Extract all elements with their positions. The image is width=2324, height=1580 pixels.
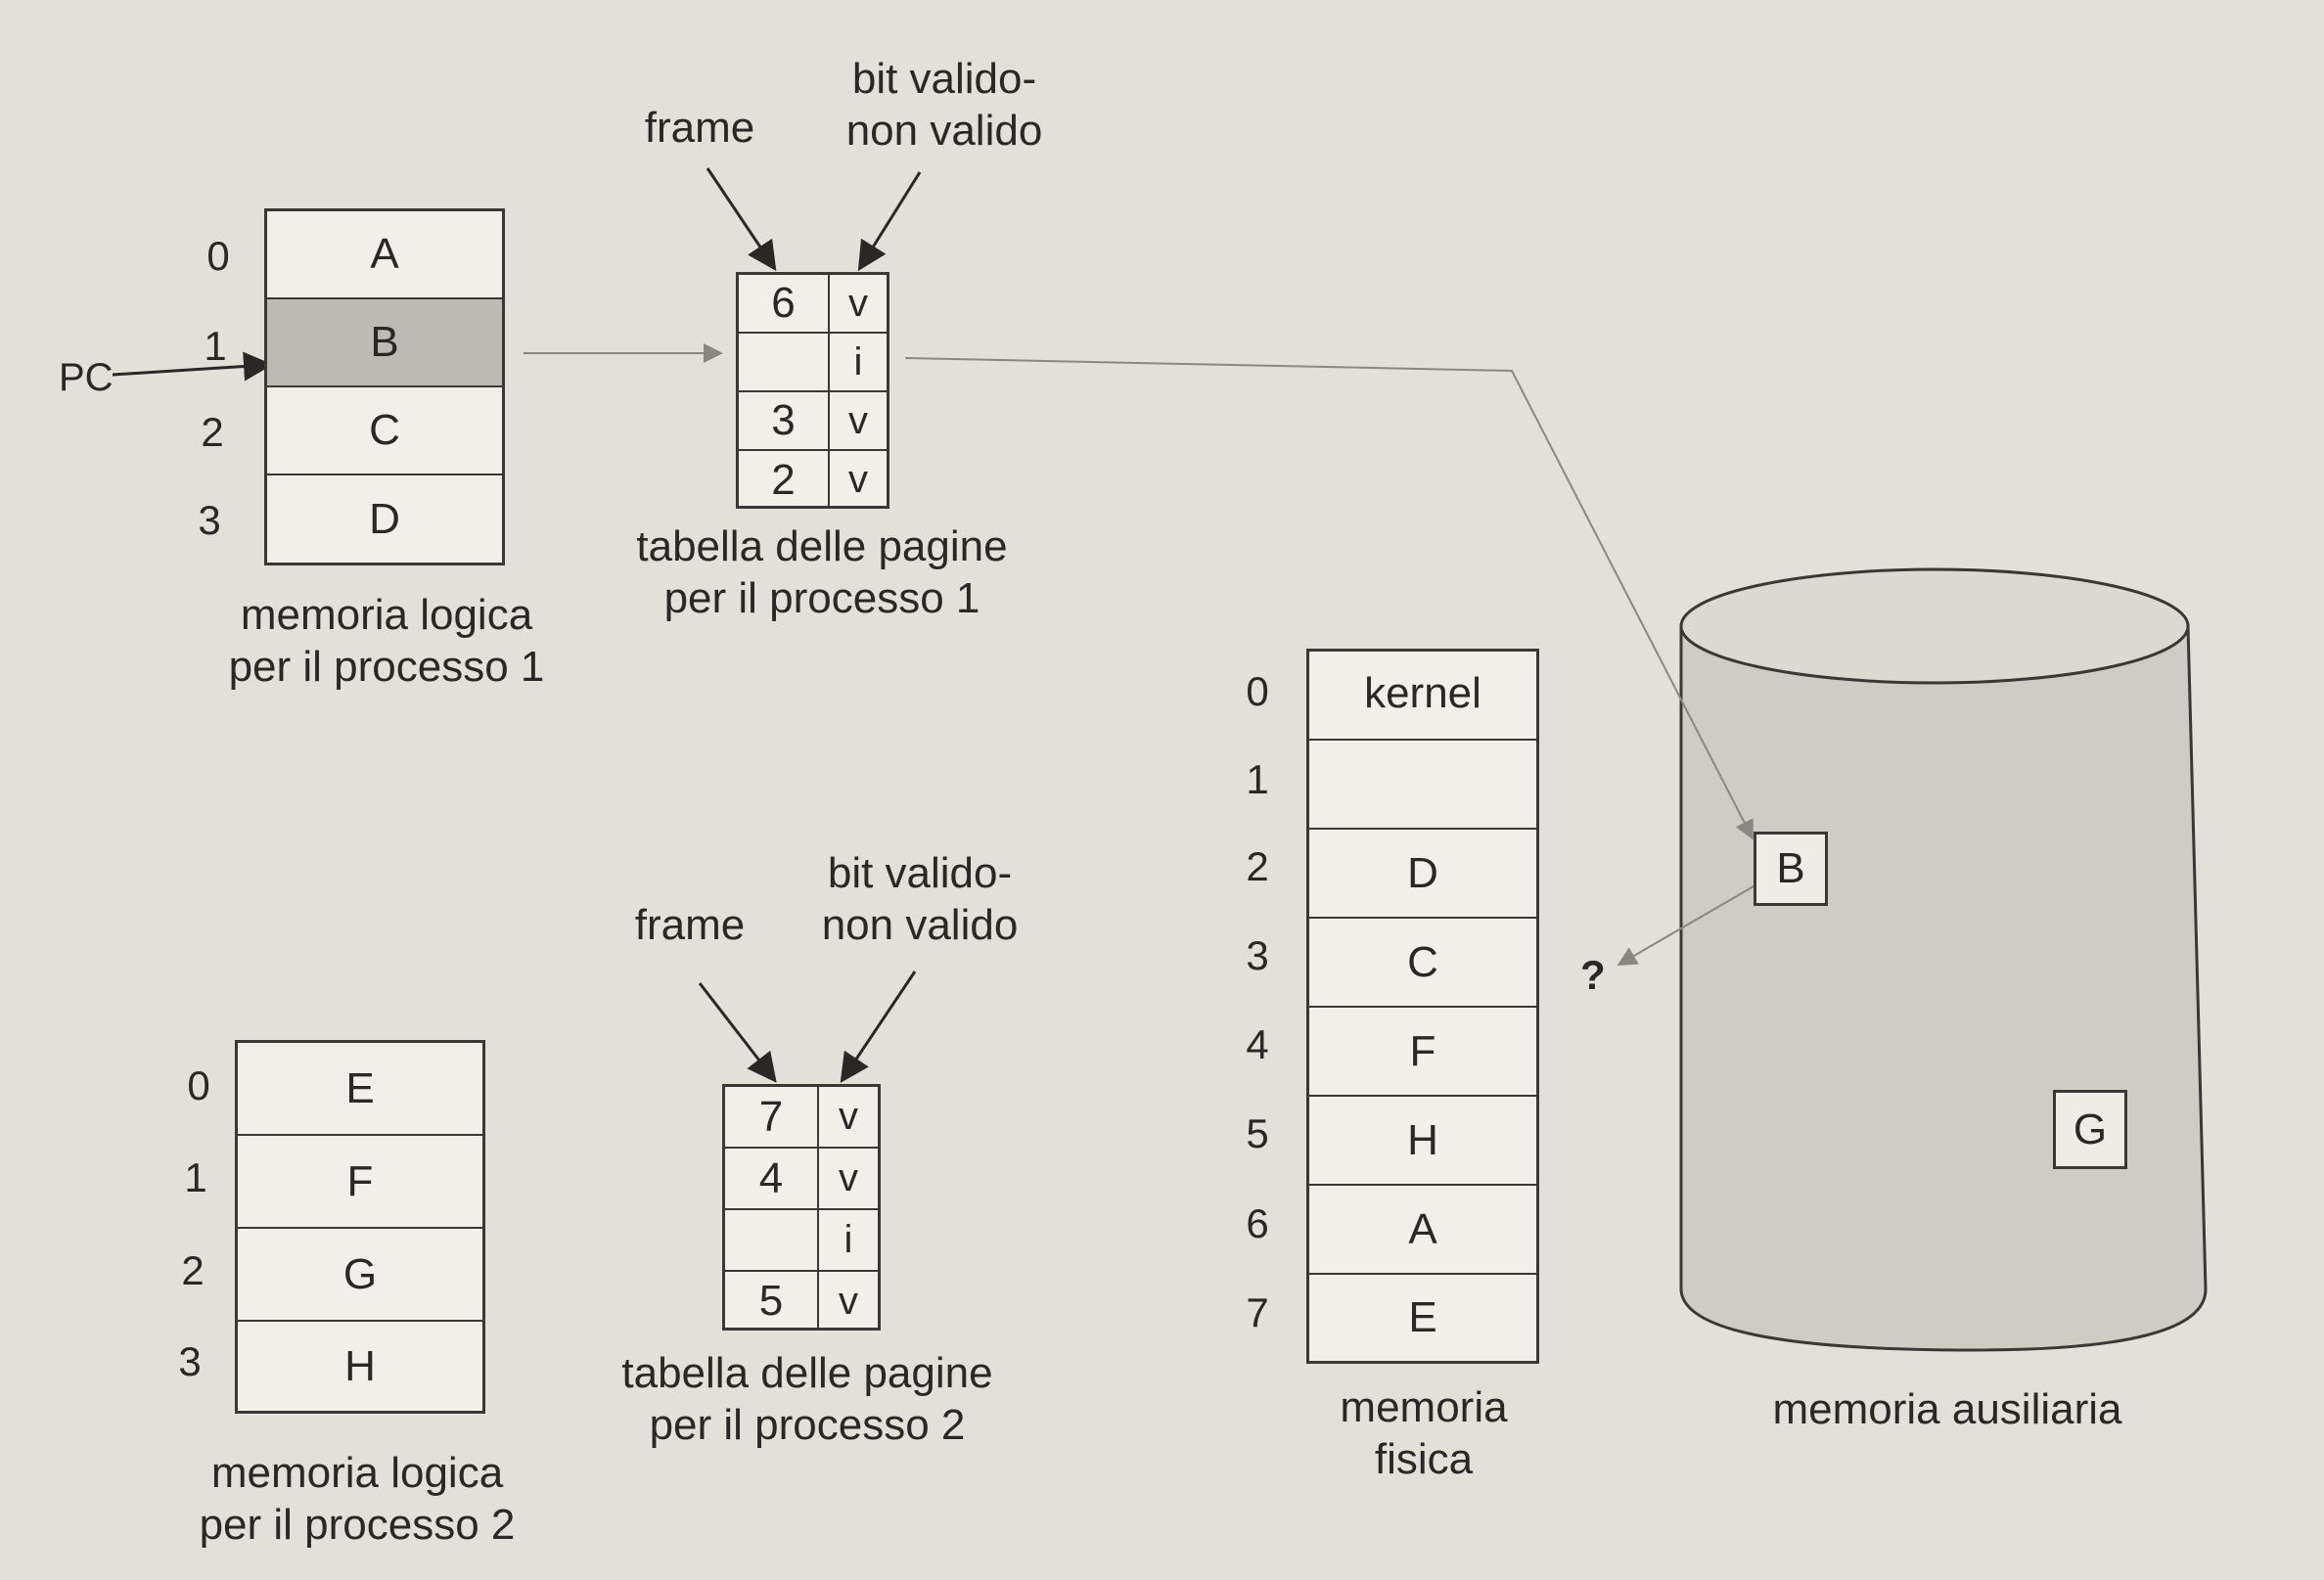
p1-index-2: 2 [201, 409, 224, 455]
p2-index-0: 0 [187, 1062, 210, 1108]
frame-cell: 7 [725, 1087, 819, 1147]
bit-cell: v [848, 458, 868, 501]
p2-page: G [238, 1229, 482, 1322]
phys-index-6: 6 [1246, 1200, 1269, 1246]
header-line: bit valido- [851, 55, 1037, 103]
p2-logical-caption: memoria logica per il processo 2 [157, 1448, 558, 1552]
p1-index-1: 1 [204, 323, 227, 369]
backing-store-page-g: G [2053, 1090, 2127, 1169]
p1-page: C [267, 387, 502, 475]
pc-label: PC [59, 356, 114, 399]
phys-index-1: 1 [1246, 756, 1269, 802]
p1-index-0: 0 [206, 233, 230, 279]
p1-logical-memory: A B C D [264, 208, 505, 565]
p2-page: H [344, 1341, 376, 1390]
header-line: non valido [845, 106, 1043, 155]
physical-memory: kernel D C F H A E [1306, 649, 1539, 1364]
p2-logical-memory: E F G H [235, 1040, 485, 1414]
table-row: i [725, 1210, 878, 1272]
backing-store-to-memory-arrow [1617, 885, 1754, 967]
caption-line: per il processo 1 [663, 573, 980, 622]
phys-frame: H [1309, 1097, 1536, 1186]
phys-frame: D [1309, 830, 1536, 919]
frame-cell [725, 1210, 819, 1270]
frame-cell: 6 [739, 275, 830, 332]
caption-line: memoria logica [240, 591, 533, 639]
table-row: i [739, 334, 887, 392]
p2-index-1: 1 [184, 1154, 207, 1200]
phys-index-0: 0 [1246, 668, 1269, 714]
caption-line: memoria logica [210, 1449, 504, 1497]
p2-table-caption: tabella delle pagine per il processo 2 [577, 1348, 1037, 1452]
bit-cell: v [848, 398, 868, 442]
header-line: bit valido- [827, 849, 1013, 897]
caption-line: memoria [1340, 1383, 1508, 1431]
frame-cell [739, 334, 830, 390]
pc-arrow [112, 351, 273, 382]
invalid-to-backing-store-line [904, 357, 1754, 840]
p1-table-caption: tabella delle pagine per il processo 1 [592, 521, 1052, 625]
p2-page: F [238, 1136, 482, 1229]
backing-store-caption: memoria ausiliaria [1772, 1385, 2122, 1433]
caption-line: fisica [1374, 1434, 1474, 1483]
caption-line: per il processo 2 [649, 1400, 966, 1449]
bit-cell: i [843, 1218, 853, 1261]
frame-cell: 4 [725, 1149, 819, 1208]
backing-store-cylinder [1679, 567, 2208, 1352]
p1-page: A [267, 211, 502, 299]
p2-page: E [238, 1043, 482, 1136]
phys-index-7: 7 [1246, 1289, 1269, 1335]
frame-cell: 3 [739, 392, 830, 449]
phys-frame: C [1309, 919, 1536, 1008]
header-line: non valido [821, 900, 1019, 949]
p2-bit-header: bit valido- non valido [797, 848, 1042, 952]
frame-cell: 5 [725, 1272, 819, 1331]
bit-header-arrow-1 [857, 171, 922, 272]
phys-frame: F [1309, 1008, 1536, 1097]
phys-frame [1309, 741, 1536, 830]
physical-memory-caption: memoria fisica [1297, 1382, 1551, 1486]
p1-page: D [369, 494, 400, 543]
backing-store-page-b: B [1754, 832, 1828, 906]
phys-index-2: 2 [1246, 843, 1269, 889]
p2-index-2: 2 [181, 1247, 205, 1293]
question-mark: ? [1580, 952, 1606, 998]
phys-index-4: 4 [1246, 1021, 1269, 1067]
frame-header-arrow-1 [706, 167, 777, 271]
p2-frame-header: frame [634, 901, 746, 949]
p1-index-3: 3 [198, 497, 221, 543]
bit-cell: v [848, 281, 868, 325]
phys-frame-kernel: kernel [1309, 652, 1536, 741]
bit-cell: v [839, 1279, 858, 1323]
caption-line: tabella delle pagine [621, 1349, 993, 1397]
phys-frame: E [1408, 1293, 1437, 1341]
p1-bit-header: bit valido- non valido [822, 54, 1067, 158]
bit-cell: i [853, 339, 863, 384]
p1-logical-caption: memoria logica per il processo 1 [196, 590, 577, 694]
frame-header-arrow-2 [698, 982, 777, 1083]
p1-frame-header: frame [644, 104, 755, 152]
caption-line: per il processo 2 [199, 1500, 516, 1549]
caption-line: tabella delle pagine [636, 522, 1008, 570]
phys-index-3: 3 [1246, 932, 1269, 978]
bit-cell: v [839, 1156, 858, 1199]
bit-cell: v [839, 1095, 858, 1138]
bit-header-arrow-2 [840, 971, 917, 1083]
p1-page-highlighted: B [267, 299, 502, 387]
phys-frame: A [1309, 1186, 1536, 1275]
p2-index-3: 3 [178, 1338, 202, 1384]
frame-cell: 2 [739, 451, 830, 509]
caption-line: per il processo 1 [228, 642, 545, 691]
phys-index-5: 5 [1246, 1110, 1269, 1156]
